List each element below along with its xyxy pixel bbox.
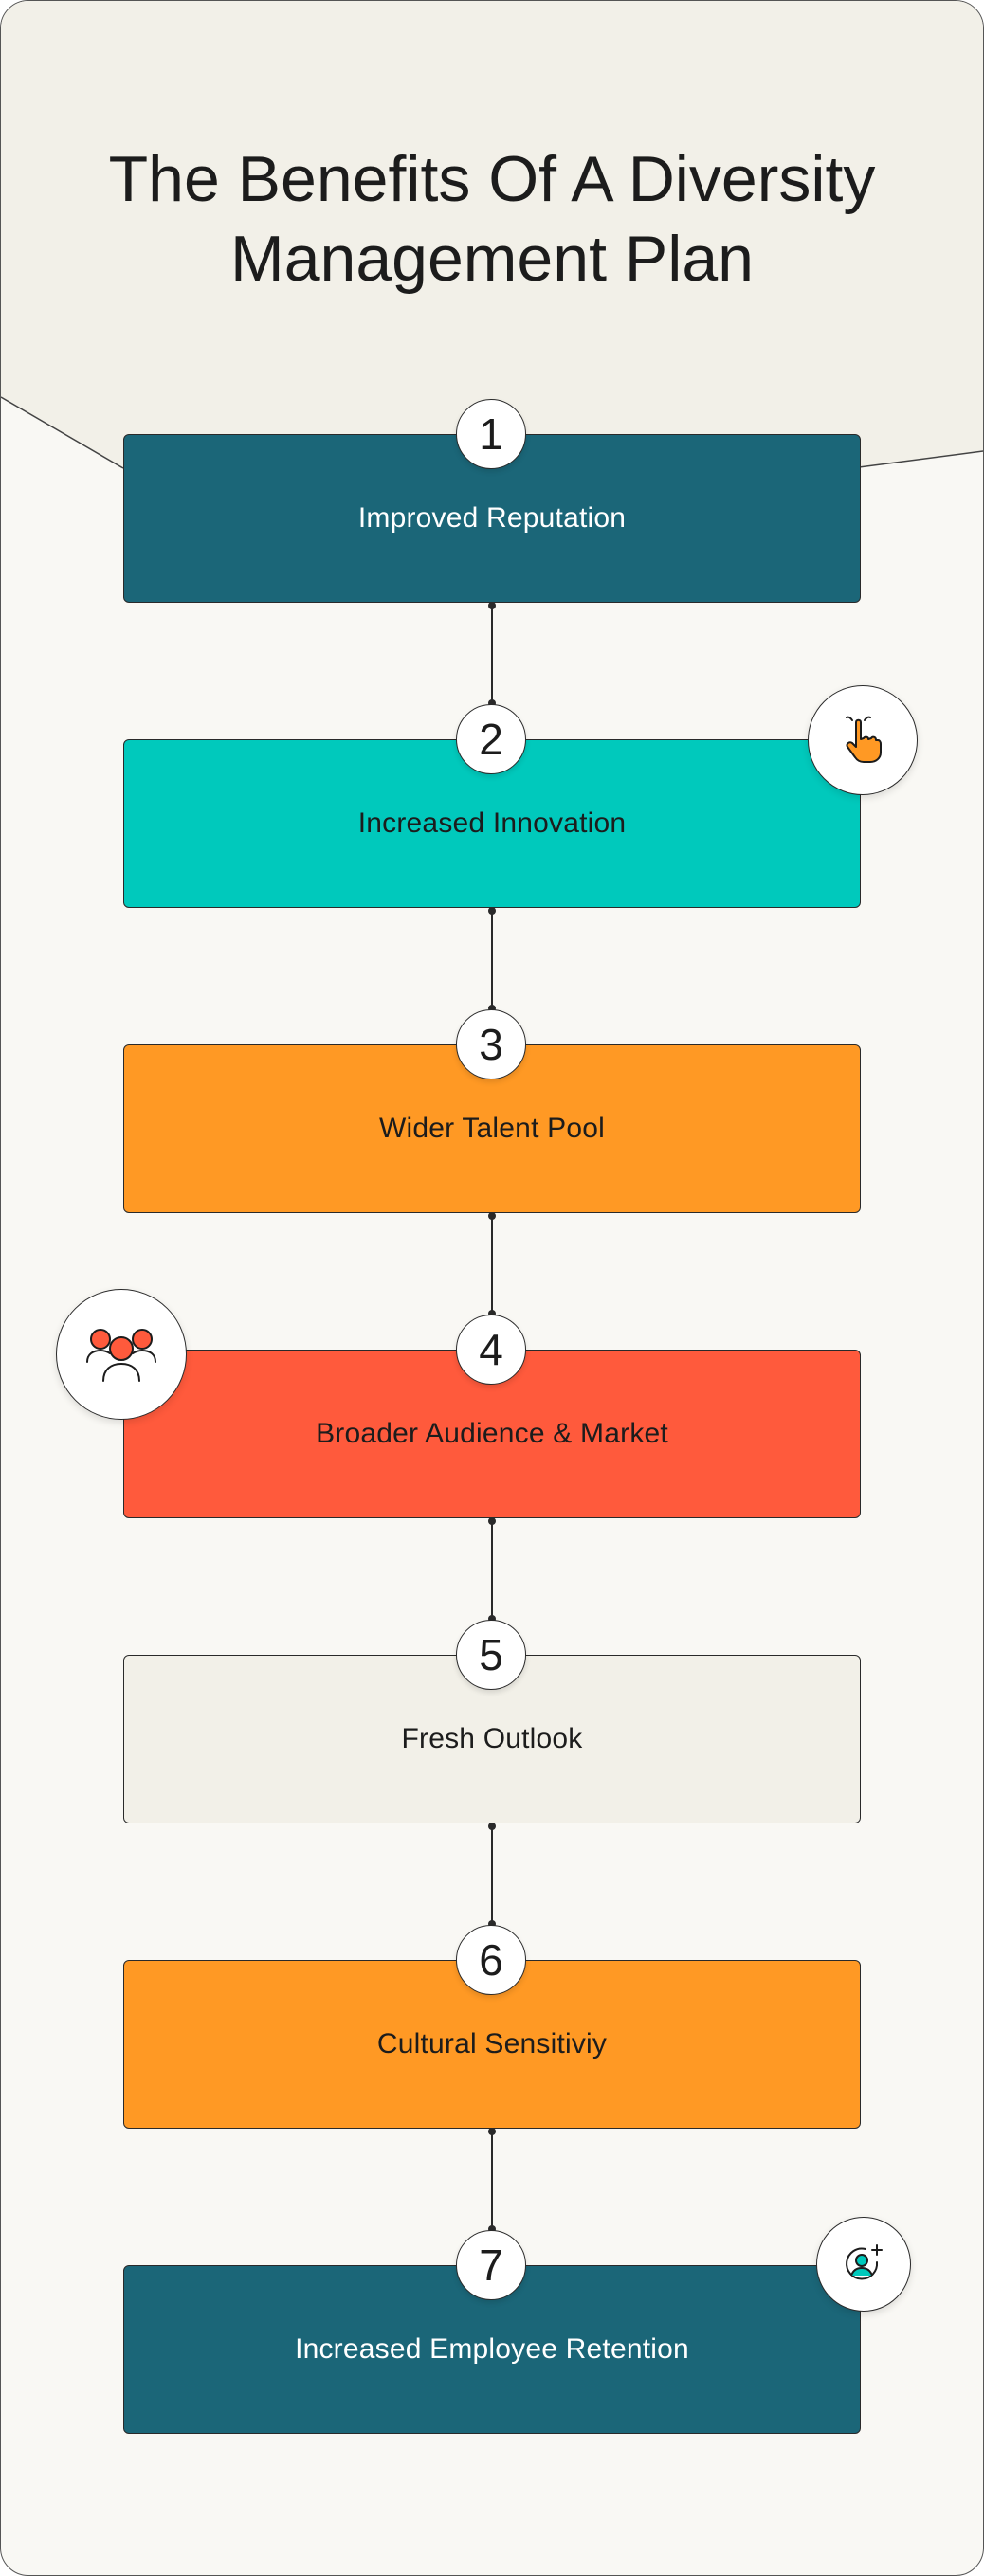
add-user-badge [816,2217,911,2312]
pointing-hand-badge [808,685,918,795]
connector-dot [488,1615,496,1623]
connector-dot [488,699,496,707]
group-people-icon [86,1329,156,1382]
step-number-6: 6 [456,1925,526,1995]
title-line-1: The Benefits Of A Diversity [108,143,876,215]
connector-5-6 [491,1823,493,1924]
connector-6-7 [491,2129,493,2229]
connector-dot [488,1823,496,1830]
connector-dot [488,2128,496,2135]
step-box-2: Increased Innovation [123,739,861,908]
step-label: Broader Audience & Market [316,1418,668,1449]
header-background [1,1,983,469]
connector-dot [488,602,496,609]
step-label: Increased Employee Retention [295,2333,689,2365]
connector-dot [488,1212,496,1220]
connector-dot [488,1310,496,1317]
step-number-3: 3 [456,1009,526,1079]
step-label: Fresh Outlook [401,1723,583,1754]
step-label: Cultural Sensitiviy [376,2028,608,2059]
step-label: Increased Innovation [357,807,627,839]
connector-dot [488,1005,496,1012]
step-number-1: 1 [456,399,526,469]
step-number-4: 4 [456,1315,526,1385]
connector-dot [488,907,496,915]
connector-dot [488,1920,496,1928]
connector-1-2 [491,603,493,703]
page-title: The Benefits Of A Diversity Management P… [1,139,983,299]
step-number-2: 2 [456,704,526,774]
step-number-5: 5 [456,1620,526,1690]
connector-dot [488,2225,496,2233]
step-number-7: 7 [456,2230,526,2300]
connector-4-5 [491,1518,493,1619]
connector-2-3 [491,908,493,1008]
step-label: Improved Reputation [357,502,627,534]
title-line-2: Management Plan [230,223,754,295]
connector-dot [488,1517,496,1525]
step-label: Wider Talent Pool [379,1113,605,1144]
add-user-icon [846,2244,883,2280]
connector-3-4 [491,1213,493,1314]
pointing-hand-icon [846,716,882,763]
group-people-badge [56,1289,187,1420]
